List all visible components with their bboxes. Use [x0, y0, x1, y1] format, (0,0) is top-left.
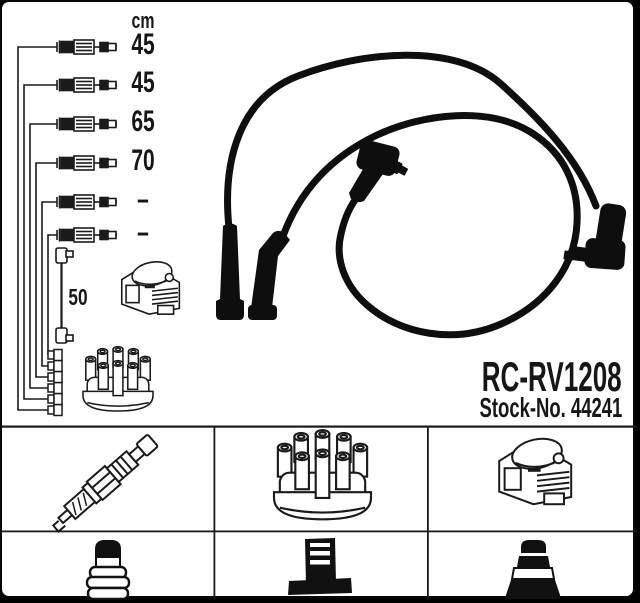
grid-line	[2, 530, 637, 533]
cap-plug-stub	[47, 403, 63, 417]
cap-plug-stub	[47, 381, 63, 395]
cable-row-2	[56, 77, 117, 93]
ignition-cable	[279, 112, 581, 339]
legend-grid	[2, 425, 637, 600]
cable-row-6	[56, 227, 117, 243]
grid-line	[427, 425, 429, 600]
cable-row-5	[56, 194, 117, 210]
terminal-cap-icon	[85, 540, 131, 600]
grid-line	[213, 425, 216, 600]
ignition-coil-icon	[498, 433, 573, 506]
stock-number: Stock-No. 44241	[479, 392, 622, 423]
elbow-connector	[349, 140, 408, 203]
unit-label: cm	[131, 8, 155, 33]
bent-boot	[248, 230, 290, 320]
distributor-cap-icon	[82, 345, 154, 412]
spark-plug-icon	[51, 434, 159, 533]
cable-length-label: 45	[131, 66, 155, 99]
distributor-cap-icon	[272, 428, 373, 521]
cables-photo	[216, 51, 627, 339]
cable-row-1	[56, 39, 117, 55]
cable-length-label: 45	[131, 28, 155, 61]
spark-plug-boot-icon	[505, 540, 561, 599]
cable-length-label: –	[137, 216, 149, 249]
cap-plug-stub	[47, 370, 63, 384]
harness-bus-lines	[17, 46, 57, 411]
cable-row-4	[56, 155, 117, 171]
length-diagram	[17, 39, 181, 417]
coil-wire-length-label: 50	[68, 284, 88, 310]
ignition-cable	[224, 51, 600, 232]
ignition-coil-icon	[120, 257, 181, 315]
cable-length-label: 65	[131, 105, 155, 138]
grid-line	[2, 425, 637, 428]
straight-boot	[216, 223, 244, 320]
elbow-connector	[563, 203, 627, 270]
cap-plug-stub	[47, 348, 63, 362]
cap-plug-stub	[47, 359, 63, 373]
part-number: RC-RV1208	[482, 353, 622, 400]
cable-length-label: 70	[131, 144, 155, 177]
distributor-connector-icon	[288, 538, 352, 595]
cable-row-3	[56, 116, 117, 132]
cable-length-label: –	[137, 183, 149, 216]
cap-plug-stub	[47, 392, 63, 406]
coil-wire-drawing	[55, 247, 74, 344]
